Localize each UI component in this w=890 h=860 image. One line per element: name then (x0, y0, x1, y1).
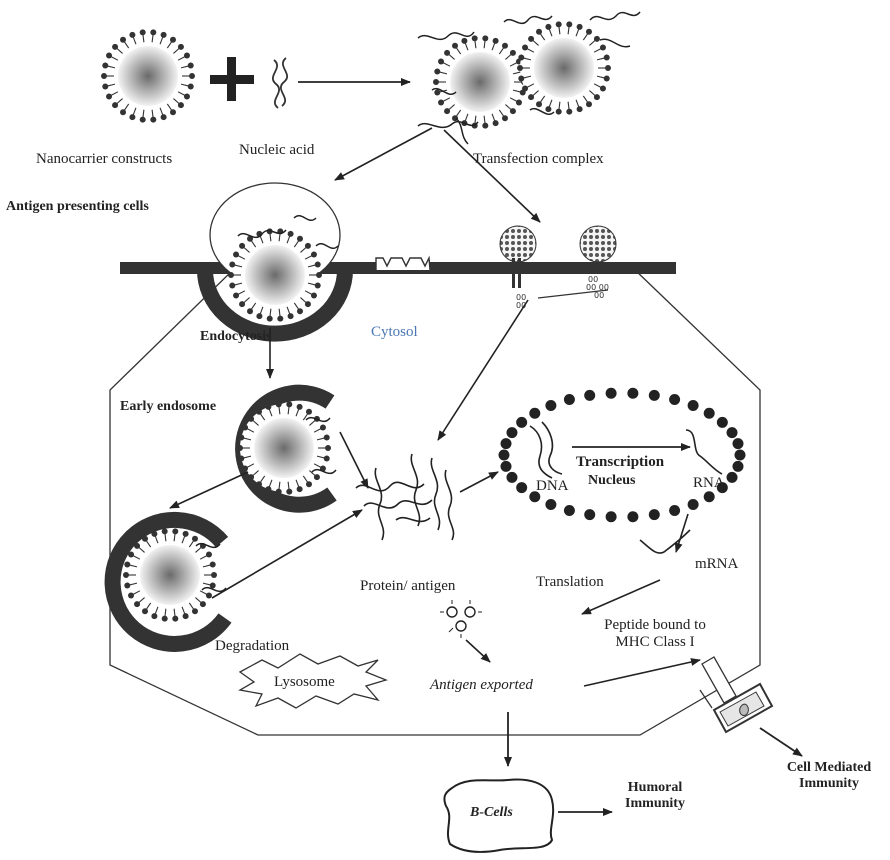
svg-text:00: 00 (516, 301, 526, 310)
svg-text:00: 00 (588, 275, 598, 284)
label-peptide-line2: MHC Class I (615, 634, 695, 651)
arrow-early-to-cytosol (339, 431, 369, 489)
svg-text:00 00: 00 00 (586, 283, 609, 292)
plus-icon (210, 57, 254, 101)
label-antigen-exported: Antigen exported (430, 677, 533, 693)
label-peptide-line1: Peptide bound to (604, 617, 706, 633)
arrow-to-receptor (443, 129, 541, 223)
arrow-cmi (759, 727, 803, 757)
late-endosome (104, 511, 232, 652)
dna-strand (529, 421, 563, 479)
arrow-to-mhc (583, 658, 701, 687)
label-mrna: mRNA (695, 556, 739, 572)
label-nucleus: Nucleus (588, 473, 636, 488)
svg-text:00: 00 (594, 291, 604, 300)
label-nanocarrier: Nanocarrier constructs (36, 151, 173, 167)
label-degradation: Degradation (215, 638, 290, 654)
receptor-icon: 00 00 00 00 (579, 225, 617, 300)
endocytic-vesicle (197, 182, 353, 342)
mrna-strand (639, 529, 691, 554)
label-dna: DNA (536, 478, 569, 494)
label-humoral-line1: Humoral (627, 780, 683, 795)
b-cell-icon (443, 778, 555, 853)
label-cmi-line2: Immunity (799, 776, 859, 792)
rna-strand (685, 429, 723, 475)
label-humoral-line2: Immunity (625, 796, 685, 812)
cell-outline (109, 267, 761, 736)
nanocarrier-icon (101, 29, 195, 123)
label-protein-antigen: Protein/ antigen (360, 578, 456, 594)
arrow-to-late-endosome (169, 471, 249, 509)
nucleus-boundary (498, 387, 746, 523)
label-translation: Translation (536, 574, 604, 590)
label-early-endosome: Early endosome (120, 399, 217, 414)
label-cell-mediated: Cell Mediated Immunity (770, 760, 888, 792)
label-nucleic-acid: Nucleic acid (239, 142, 315, 158)
lysosome-icon (238, 653, 388, 709)
arrow-receptor-to-cytosol (437, 299, 529, 441)
label-transcription: Transcription (576, 454, 665, 470)
antigen-icon (440, 600, 482, 638)
early-endosome (235, 384, 337, 513)
mhc-receptor-icon (699, 656, 774, 734)
nucleic-acid-icon (271, 57, 289, 109)
arrow-antigen (465, 639, 491, 663)
label-cmi-line1: Cell Mediated (786, 760, 872, 775)
release-line (537, 289, 609, 299)
label-humoral: Humoral Immunity (610, 780, 700, 812)
released-nucleic-acids (355, 453, 455, 541)
label-lysosome: Lysosome (274, 674, 335, 690)
arrow-translation (581, 579, 661, 615)
transfection-complex (417, 11, 641, 145)
label-transfection-complex: Transfection complex (473, 151, 604, 167)
arrow-late-to-cytosol (211, 509, 363, 599)
label-endocytosis: Endocytosis (200, 329, 272, 344)
label-rna: RNA (693, 475, 725, 491)
receptor-icon: 00 00 (499, 225, 537, 310)
label-b-cells: B-Cells (470, 805, 513, 820)
arrow-to-nucleus (459, 471, 499, 493)
label-peptide: Peptide bound to MHC Class I (580, 617, 730, 652)
svg-text:00: 00 (516, 293, 526, 302)
arrow-mrna (674, 513, 689, 553)
label-apc: Antigen presenting cells (6, 199, 149, 214)
arrow-to-apc (334, 127, 433, 181)
label-cytosol: Cytosol (371, 324, 418, 340)
